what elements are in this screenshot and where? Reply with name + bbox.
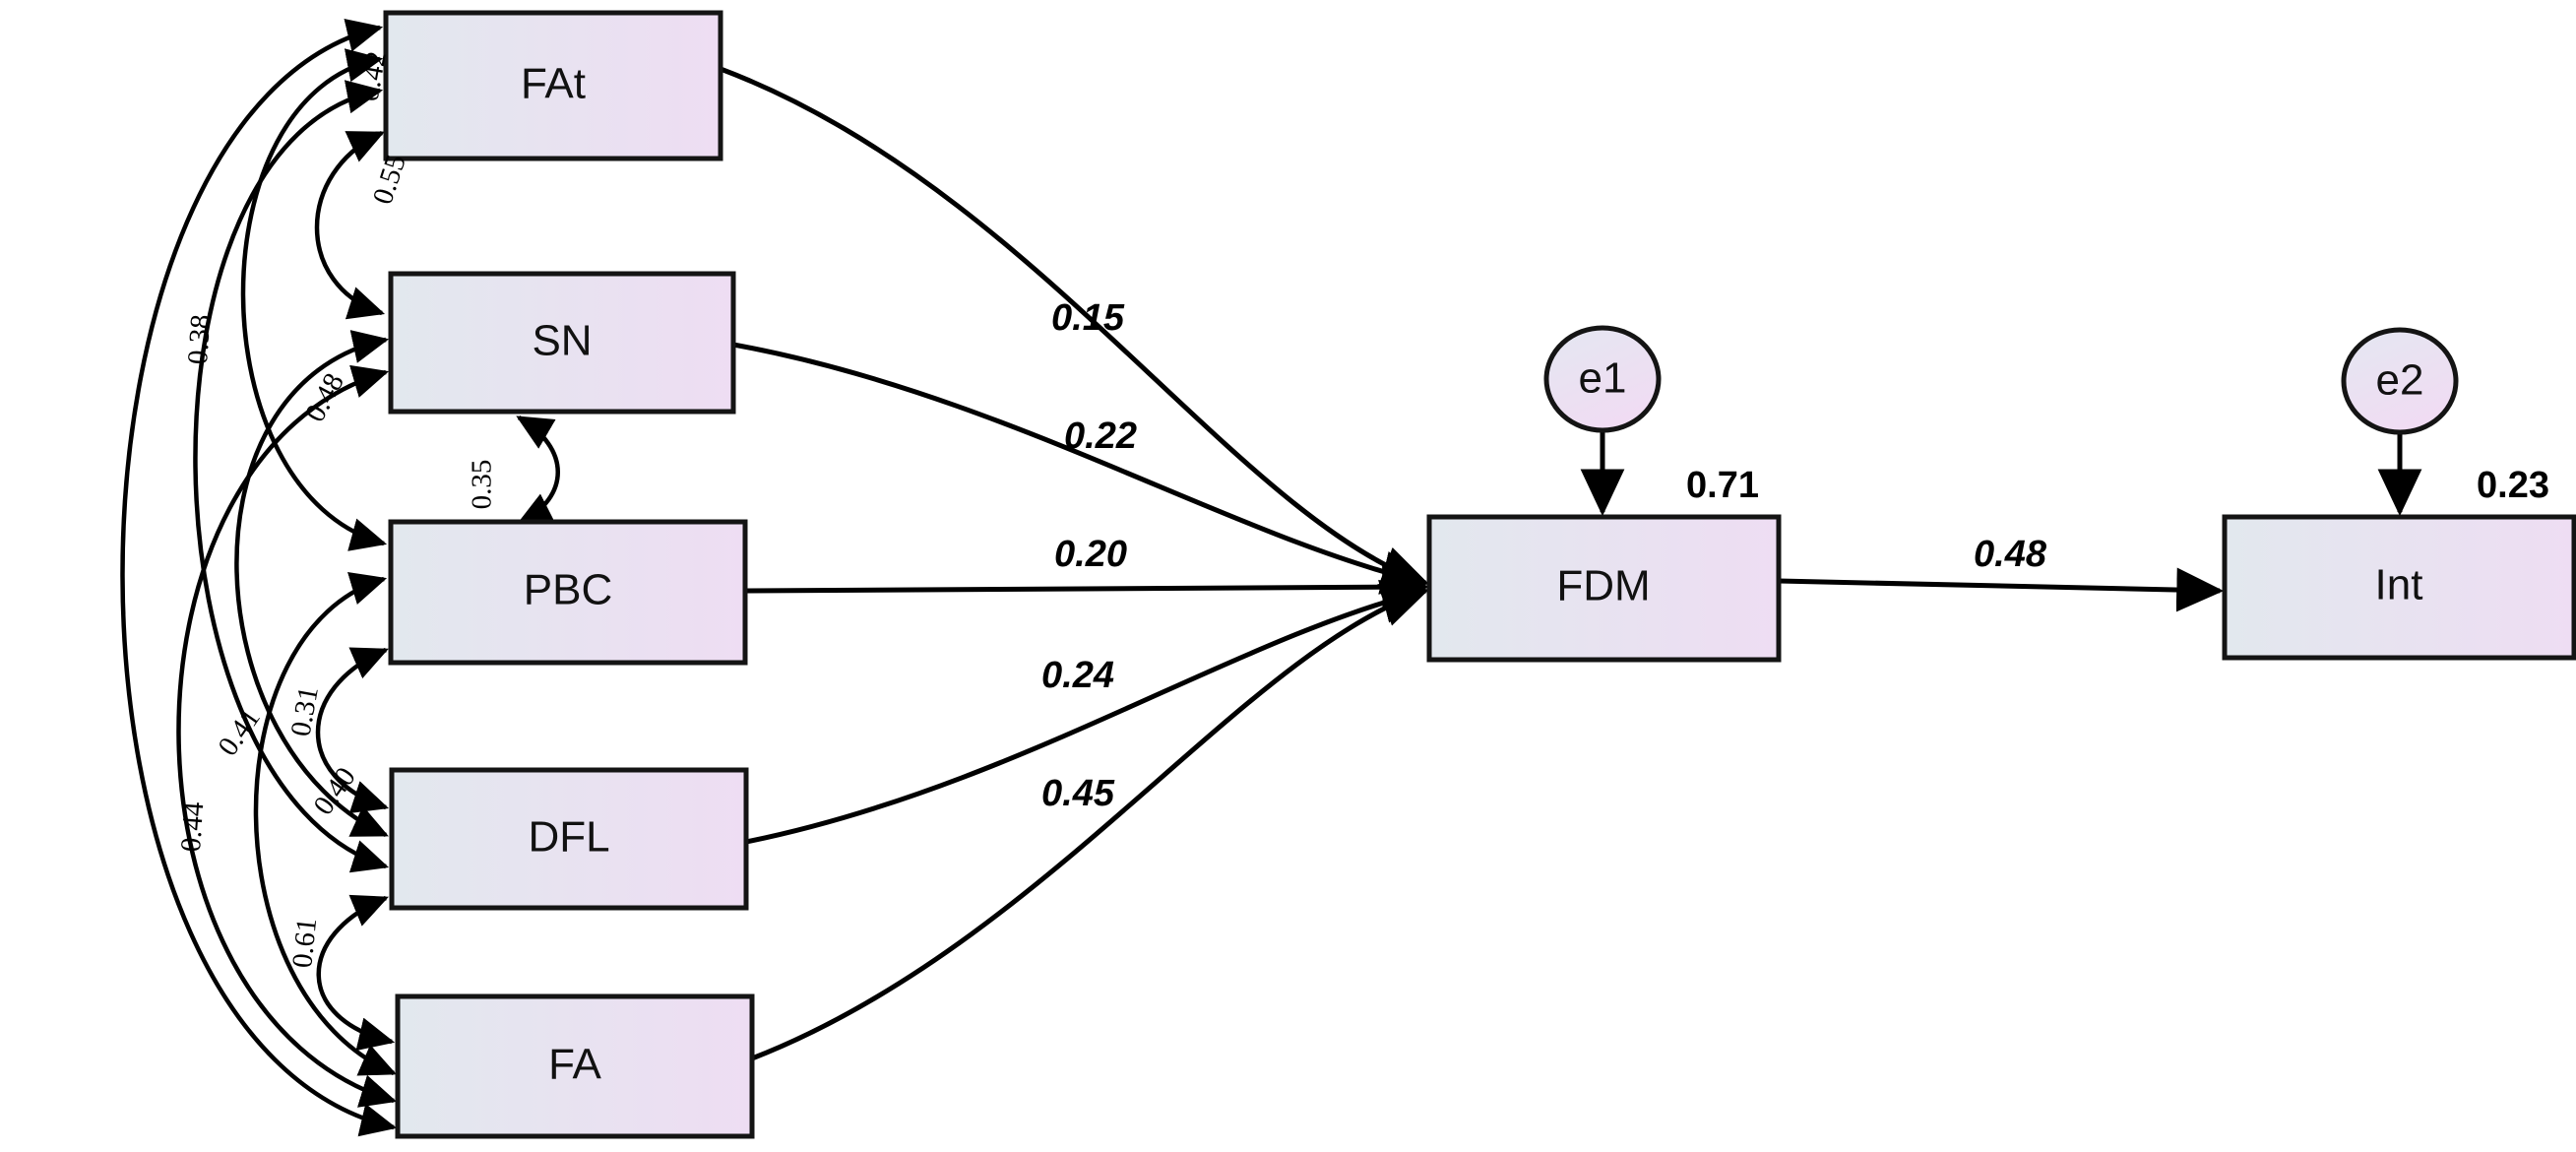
r2-label-fdm: 0.71 (1686, 465, 1759, 506)
node-ellipse-e1[interactable] (1543, 325, 1662, 433)
cov-label-pbc-fa: 0.40 (307, 762, 361, 821)
path-dfl-fdm (745, 579, 1430, 845)
node-rect-sn[interactable] (388, 271, 736, 415)
path-fdm-int (1778, 567, 2225, 612)
node-pbc[interactable]: PBC (388, 519, 748, 666)
path-coefficient-labels: 0.15 0.22 0.20 0.24 0.45 0.48 (1041, 297, 2047, 814)
path-fat-fdm (720, 66, 1429, 590)
coef-label-fdm-int: 0.48 (1974, 534, 2047, 575)
node-e1[interactable]: e1 (1543, 325, 1662, 433)
error-paths (1580, 431, 2422, 517)
node-rect-dfl[interactable] (389, 767, 749, 911)
node-rect-pbc[interactable] (388, 519, 748, 666)
node-label-fdm: FDM (1556, 562, 1650, 610)
node-label-dfl: DFL (528, 813, 609, 862)
cov-curve-sn-pbc (516, 416, 560, 527)
cov-curve-fat-fa (120, 19, 398, 1137)
node-rect-fdm[interactable] (1426, 514, 1782, 663)
cov-curve-pbc-fa (253, 572, 397, 1076)
path-pbc-fdm (744, 564, 1430, 609)
node-dfl[interactable]: DFL (389, 767, 749, 911)
structural-paths (720, 66, 2225, 1061)
coef-label-dfl-fdm: 0.24 (1041, 655, 1114, 696)
cov-label-fat-fa: 0.44 (175, 800, 210, 853)
cov-label-fat-sn: 0.55 (367, 151, 412, 208)
node-ellipse-e2[interactable] (2341, 327, 2459, 435)
node-rect-fa[interactable] (395, 993, 755, 1139)
cov-curve-sn-fa (176, 364, 398, 1108)
node-label-fat: FAt (521, 60, 586, 108)
cov-label-dfl-fa: 0.61 (286, 917, 323, 970)
cov-curve-fat-dfl (193, 80, 390, 873)
coef-label-sn-fdm: 0.22 (1064, 416, 1137, 457)
coef-label-pbc-fdm: 0.20 (1054, 534, 1127, 575)
coef-label-fat-fdm: 0.15 (1051, 297, 1125, 339)
node-label-e1: e1 (1579, 354, 1627, 403)
covariance-curves (120, 19, 560, 1137)
node-label-pbc: PBC (524, 566, 612, 614)
r2-label-int: 0.23 (2477, 465, 2549, 506)
path-sn-fdm (732, 342, 1430, 595)
coef-label-fa-fdm: 0.45 (1041, 773, 1115, 814)
node-fdm[interactable]: FDM (1426, 514, 1782, 663)
cov-curve-dfl-fa (316, 894, 396, 1052)
cov-curve-sn-dfl (234, 330, 390, 838)
node-label-e2: e2 (2376, 356, 2424, 405)
cov-label-sn-pbc: 0.35 (467, 460, 498, 510)
cov-label-fat-dfl: 0.38 (182, 313, 217, 365)
node-sn[interactable]: SN (388, 271, 736, 415)
node-label-fa: FA (548, 1041, 601, 1089)
r-squared-labels: 0.71 0.23 (1686, 465, 2549, 506)
node-fa[interactable]: FA (395, 993, 755, 1139)
cov-curve-fat-sn (314, 130, 386, 320)
node-rect-int[interactable] (2222, 514, 2576, 661)
cov-curve-fat-pbc (240, 48, 388, 551)
path-fa-fdm (751, 584, 1429, 1061)
node-e2[interactable]: e2 (2341, 327, 2459, 435)
node-label-sn: SN (532, 317, 592, 365)
node-int[interactable]: Int (2222, 514, 2576, 661)
node-label-int: Int (2375, 561, 2423, 609)
node-rect-fat[interactable] (383, 10, 723, 161)
node-fat[interactable]: FAt (383, 10, 723, 161)
